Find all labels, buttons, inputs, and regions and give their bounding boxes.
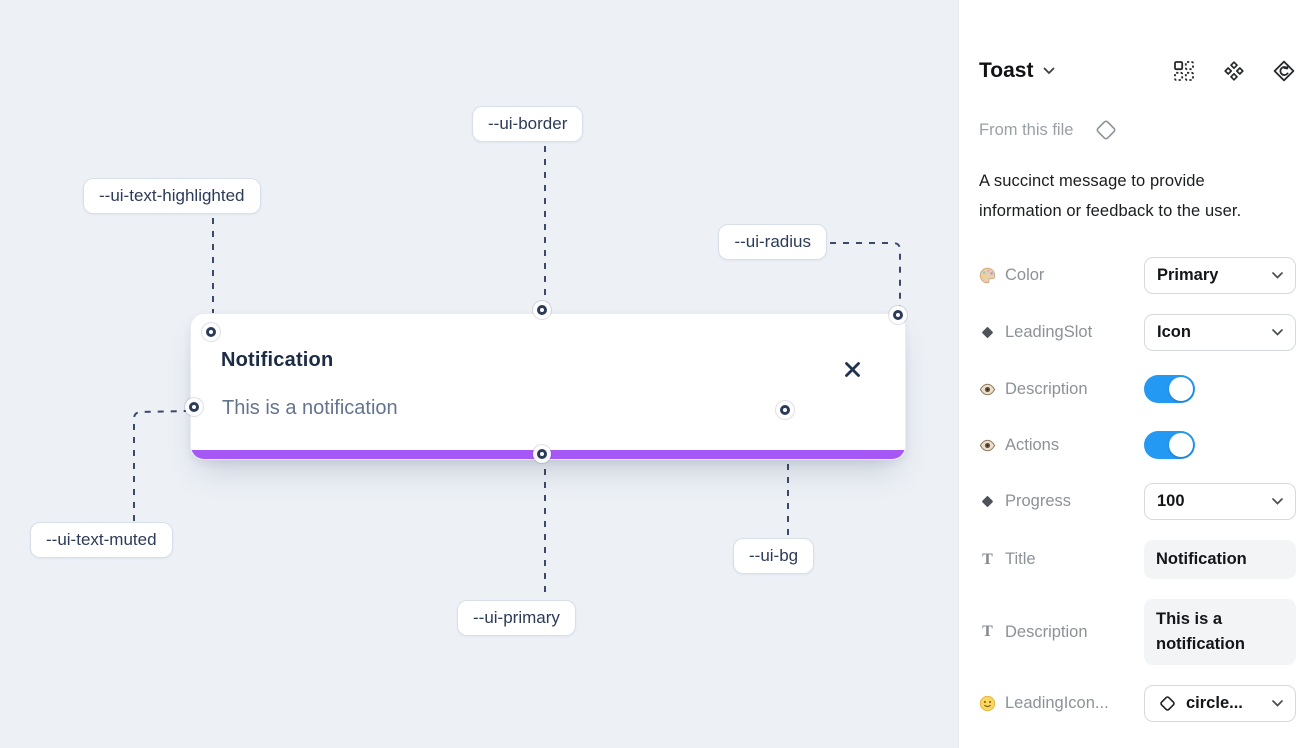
prop-label-leadingslot: LeadingSlot (1005, 323, 1093, 341)
prop-label-title: Title (1005, 550, 1036, 568)
chevron-down-icon (1272, 272, 1283, 279)
progress-select-value: 100 (1157, 492, 1185, 510)
connector-ui-radius (830, 242, 901, 306)
anchor-ui-text-muted (189, 402, 199, 412)
panel-header: Toast (979, 56, 1296, 86)
prop-row-leadingslot: LeadingSlot Icon (979, 314, 1296, 351)
chevron-down-icon[interactable] (1043, 67, 1055, 75)
actions-toggle[interactable] (1144, 431, 1195, 459)
smiley-icon (979, 695, 996, 712)
diamond-icon (1160, 696, 1175, 711)
anchor-ui-radius (893, 310, 903, 320)
component-name[interactable]: Toast (979, 59, 1034, 82)
prop-row-actions-toggle: Actions (979, 427, 1296, 463)
description-toggle[interactable] (1144, 375, 1195, 403)
design-canvas[interactable]: Notification This is a notification --ui… (0, 0, 958, 748)
text-icon: T (982, 550, 993, 568)
leadingslot-select[interactable]: Icon (1144, 314, 1296, 351)
property-list: Color Primary (979, 257, 1296, 722)
properties-panel: Toast (958, 0, 1312, 748)
description-field[interactable]: This is a notification (1144, 599, 1296, 665)
prop-label-description: Description (1005, 379, 1088, 398)
label-ui-radius: --ui-radius (718, 224, 827, 260)
color-select[interactable]: Primary (1144, 257, 1296, 294)
source-row: From this file (979, 116, 1296, 144)
source-label: From this file (979, 120, 1074, 139)
color-select-value: Primary (1157, 266, 1219, 284)
title-field-value: Notification (1156, 550, 1247, 568)
palette-icon (979, 267, 996, 284)
eye-icon (979, 437, 996, 454)
leadingicon-select[interactable]: circle... (1144, 685, 1296, 722)
anchor-ui-border (537, 305, 547, 315)
diamond-icon (979, 324, 996, 341)
chevron-down-icon (1272, 498, 1283, 505)
prop-label-progress: Progress (1005, 492, 1072, 510)
return-arrow-icon[interactable] (1272, 59, 1296, 83)
toast-progress-bar (191, 450, 905, 459)
anchor-ui-text-highlighted (206, 327, 216, 337)
diamond-icon (1091, 115, 1121, 145)
eye-icon (979, 381, 996, 398)
label-ui-bg: --ui-bg (733, 538, 815, 574)
leadingslot-select-value: Icon (1157, 323, 1191, 341)
description-field-value: This is a notification (1156, 610, 1245, 653)
leadingicon-select-value: circle... (1186, 694, 1243, 712)
chevron-down-icon (1272, 700, 1283, 707)
text-icon: T (982, 623, 993, 640)
chevron-down-icon (1272, 329, 1283, 336)
label-ui-text-muted: --ui-text-muted (30, 522, 173, 558)
toast-title: Notification (221, 349, 334, 371)
close-icon[interactable] (841, 358, 863, 380)
label-ui-border: --ui-border (472, 106, 584, 142)
prop-label-actions: Actions (1005, 435, 1060, 454)
prop-label-color: Color (1005, 266, 1045, 284)
variant-grid-icon[interactable] (1172, 59, 1196, 83)
component-description: A succinct message to provide informatio… (979, 172, 1242, 220)
label-ui-text-highlighted: --ui-text-highlighted (83, 178, 261, 214)
connector-ui-text-muted (133, 410, 187, 521)
toggle-knob (1169, 433, 1193, 457)
prop-row-progress: Progress 100 (979, 483, 1296, 520)
prop-row-description-toggle: Description (979, 371, 1296, 407)
title-field[interactable]: Notification (1144, 540, 1296, 579)
prop-label-leadingicon: LeadingIcon... (1005, 694, 1109, 712)
anchor-ui-bg (780, 405, 790, 415)
toast-component[interactable]: Notification This is a notification (190, 313, 906, 460)
prop-row-leadingicon: LeadingIcon... circle... (979, 685, 1296, 722)
prop-label-description-text: Description (1005, 622, 1088, 641)
anchor-ui-primary (537, 449, 547, 459)
toast-description: This is a notification (222, 397, 398, 419)
prop-row-title: T Title Notification (979, 540, 1296, 579)
diamond-icon (979, 493, 996, 510)
prop-row-color: Color Primary (979, 257, 1296, 294)
component-set-icon[interactable] (1222, 59, 1246, 83)
toggle-knob (1169, 377, 1193, 401)
label-ui-primary: --ui-primary (457, 600, 576, 636)
prop-row-description-text: T Description This is a notification (979, 599, 1296, 665)
progress-select[interactable]: 100 (1144, 483, 1296, 520)
